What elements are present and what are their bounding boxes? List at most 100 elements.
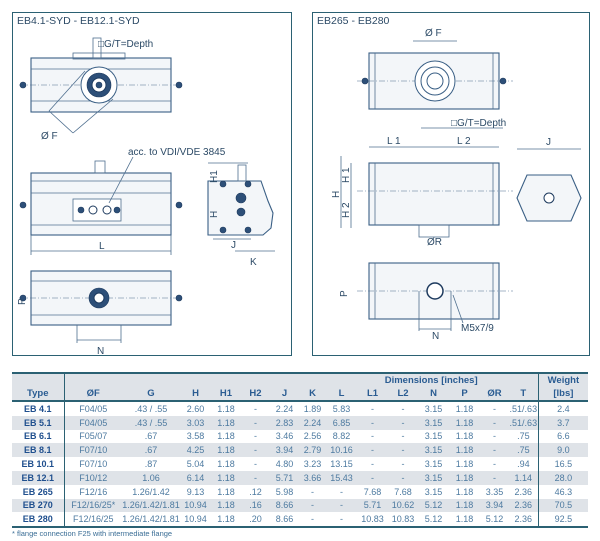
type-cell: EB 8.1 bbox=[12, 443, 64, 458]
label-l1: L 1 bbox=[387, 136, 401, 147]
dimension-cell: .75 bbox=[509, 443, 539, 458]
dimension-cell: 3.15 bbox=[418, 470, 449, 485]
dimension-cell: 5.12 bbox=[418, 512, 449, 529]
dimension-cell: 8.82 bbox=[332, 431, 351, 442]
dimension-cell: 10.94 bbox=[180, 498, 211, 513]
label-h: H bbox=[331, 191, 342, 198]
dimension-cell: 2.24 bbox=[299, 415, 326, 430]
label-flange-diameter: Ø F bbox=[41, 131, 58, 142]
dimension-cell: - bbox=[493, 459, 496, 470]
weight-cell: 2.4 bbox=[537, 401, 589, 416]
panel-title: EB265 - EB280 bbox=[317, 15, 390, 27]
dimension-cell: - bbox=[480, 415, 509, 430]
dimension-cell: 3.03 bbox=[180, 415, 211, 430]
panel-title: EB4.1-SYD - EB12.1-SYD bbox=[17, 15, 140, 27]
dimension-cell: 10.83 bbox=[388, 512, 418, 529]
dimension-cell: 1.18 bbox=[217, 486, 235, 497]
dimension-cell: 15.43 bbox=[326, 470, 357, 485]
column-header-7: K bbox=[299, 387, 326, 402]
dimension-cell: 1.06 bbox=[122, 470, 180, 485]
label-h: H bbox=[209, 211, 220, 218]
weight-cell: 70.5 bbox=[537, 498, 589, 513]
dimension-cell: F04/05 bbox=[63, 401, 122, 416]
dimension-cell: - bbox=[357, 470, 388, 485]
weight-cell: 28.0 bbox=[537, 470, 589, 485]
label-h2: H 2 bbox=[341, 202, 352, 218]
dimension-cell: .43 / .55 bbox=[122, 415, 180, 430]
dimension-cell: 3.58 bbox=[186, 431, 205, 442]
dimension-cell: 1.14 bbox=[509, 470, 539, 485]
dimension-cell: 7.68 bbox=[363, 486, 382, 497]
drawing-panel-eb265-eb280: EB265 - EB280 Ø F □G/T=Depth L 1 L 2 H H… bbox=[312, 12, 590, 356]
weight-cell: 92.5 bbox=[537, 512, 589, 529]
type-cell: EB 270 bbox=[12, 498, 64, 513]
dimension-cell: 3.15 bbox=[424, 403, 443, 414]
dimension-cell: 1.18 bbox=[449, 470, 480, 485]
dimension-cell: .94 bbox=[517, 459, 530, 470]
side-view: H1 H J K bbox=[207, 162, 275, 268]
dimension-cell: - bbox=[480, 443, 509, 458]
label-j: J bbox=[546, 137, 551, 148]
dimension-cell: 3.46 bbox=[275, 431, 294, 442]
dimension-cell: .75 bbox=[517, 431, 530, 442]
column-header-8: L bbox=[326, 387, 357, 402]
dimension-cell: 5.04 bbox=[186, 459, 205, 470]
dimension-cell: - bbox=[371, 459, 374, 470]
dimension-cell: 2.83 bbox=[270, 415, 299, 430]
dimension-cell: 10.83 bbox=[357, 512, 388, 529]
dimension-cell: 1.18 bbox=[455, 431, 474, 442]
dimension-cell: - bbox=[401, 403, 405, 414]
dimension-cell: 8.66 bbox=[270, 512, 299, 529]
column-header-14: T bbox=[509, 387, 539, 402]
column-header-5: H2 bbox=[241, 387, 270, 402]
dimension-cell: 2.56 bbox=[303, 431, 322, 442]
column-header-10: L2 bbox=[388, 387, 418, 402]
dimension-cell: 10.16 bbox=[326, 443, 357, 458]
dimension-cell: 1.18 bbox=[211, 470, 241, 485]
weight-header: Weight bbox=[537, 372, 589, 387]
dimension-cell: - bbox=[326, 498, 357, 513]
dimension-cell: F04/05 bbox=[63, 415, 122, 430]
label-vdi-vde: acc. to VDI/VDE 3845 bbox=[128, 147, 226, 158]
dimension-cell: - bbox=[371, 431, 374, 442]
drawing-panel-eb4-eb12: EB4.1-SYD - EB12.1-SYD □G/T=Depth Ø F bbox=[12, 12, 292, 356]
dimension-cell: 5.12 bbox=[480, 512, 509, 529]
dimension-cell: 1.18 bbox=[455, 403, 474, 414]
label-m5: M5x7/9 bbox=[461, 323, 494, 334]
dimension-cell: - bbox=[371, 403, 374, 414]
technical-drawing-small-actuators: □G/T=Depth Ø F L acc. to VDI/VDE 3845 H1… bbox=[17, 37, 275, 355]
dimension-cell: 4.80 bbox=[275, 459, 294, 470]
label-l: L bbox=[99, 241, 105, 252]
weight-cell: 16.5 bbox=[537, 457, 589, 471]
type-cell: EB 5.1 bbox=[12, 415, 64, 430]
dimension-cell: - bbox=[480, 470, 509, 485]
label-h1: H 1 bbox=[341, 167, 352, 183]
weight-cell: 6.6 bbox=[537, 429, 589, 444]
dimension-cell: 2.24 bbox=[275, 403, 294, 414]
column-header-12: P bbox=[449, 387, 480, 402]
top-view: □G/T=Depth Ø F bbox=[19, 37, 183, 142]
column-header-0: Type bbox=[12, 387, 64, 402]
dimension-cell: 1.18 bbox=[217, 431, 235, 442]
column-header-9: L1 bbox=[357, 387, 388, 402]
dimension-cell: - bbox=[241, 470, 270, 485]
dimension-cell: 10.62 bbox=[388, 498, 418, 513]
label-n: N bbox=[97, 346, 104, 355]
dimension-cell: 3.66 bbox=[299, 470, 326, 485]
dimension-cell: - bbox=[401, 459, 405, 470]
column-header-11: N bbox=[418, 387, 449, 402]
dimension-cell: 2.36 bbox=[509, 512, 539, 529]
weight-cell: 46.3 bbox=[537, 484, 589, 499]
label-p: P bbox=[17, 298, 28, 305]
dimension-cell: - bbox=[493, 431, 496, 442]
weight-cell: 3.7 bbox=[537, 415, 589, 430]
label-l2: L 2 bbox=[457, 136, 471, 147]
label-k: K bbox=[250, 257, 257, 268]
dimension-cell: - bbox=[254, 431, 257, 442]
column-header-3: H bbox=[180, 387, 211, 402]
